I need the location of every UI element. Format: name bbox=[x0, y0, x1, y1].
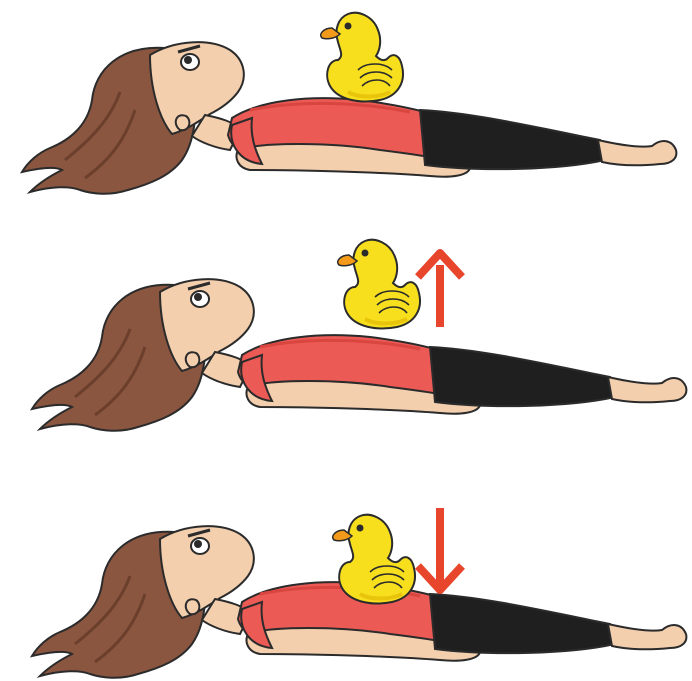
panel-rest bbox=[0, 0, 692, 227]
up-arrow-icon bbox=[418, 253, 462, 327]
panel-inhale bbox=[0, 227, 692, 454]
rubber-duck-icon bbox=[333, 515, 415, 604]
rubber-duck-icon bbox=[321, 13, 403, 102]
rubber-duck-icon bbox=[338, 240, 420, 329]
down-arrow-icon bbox=[418, 508, 462, 590]
panel-exhale bbox=[0, 454, 692, 681]
